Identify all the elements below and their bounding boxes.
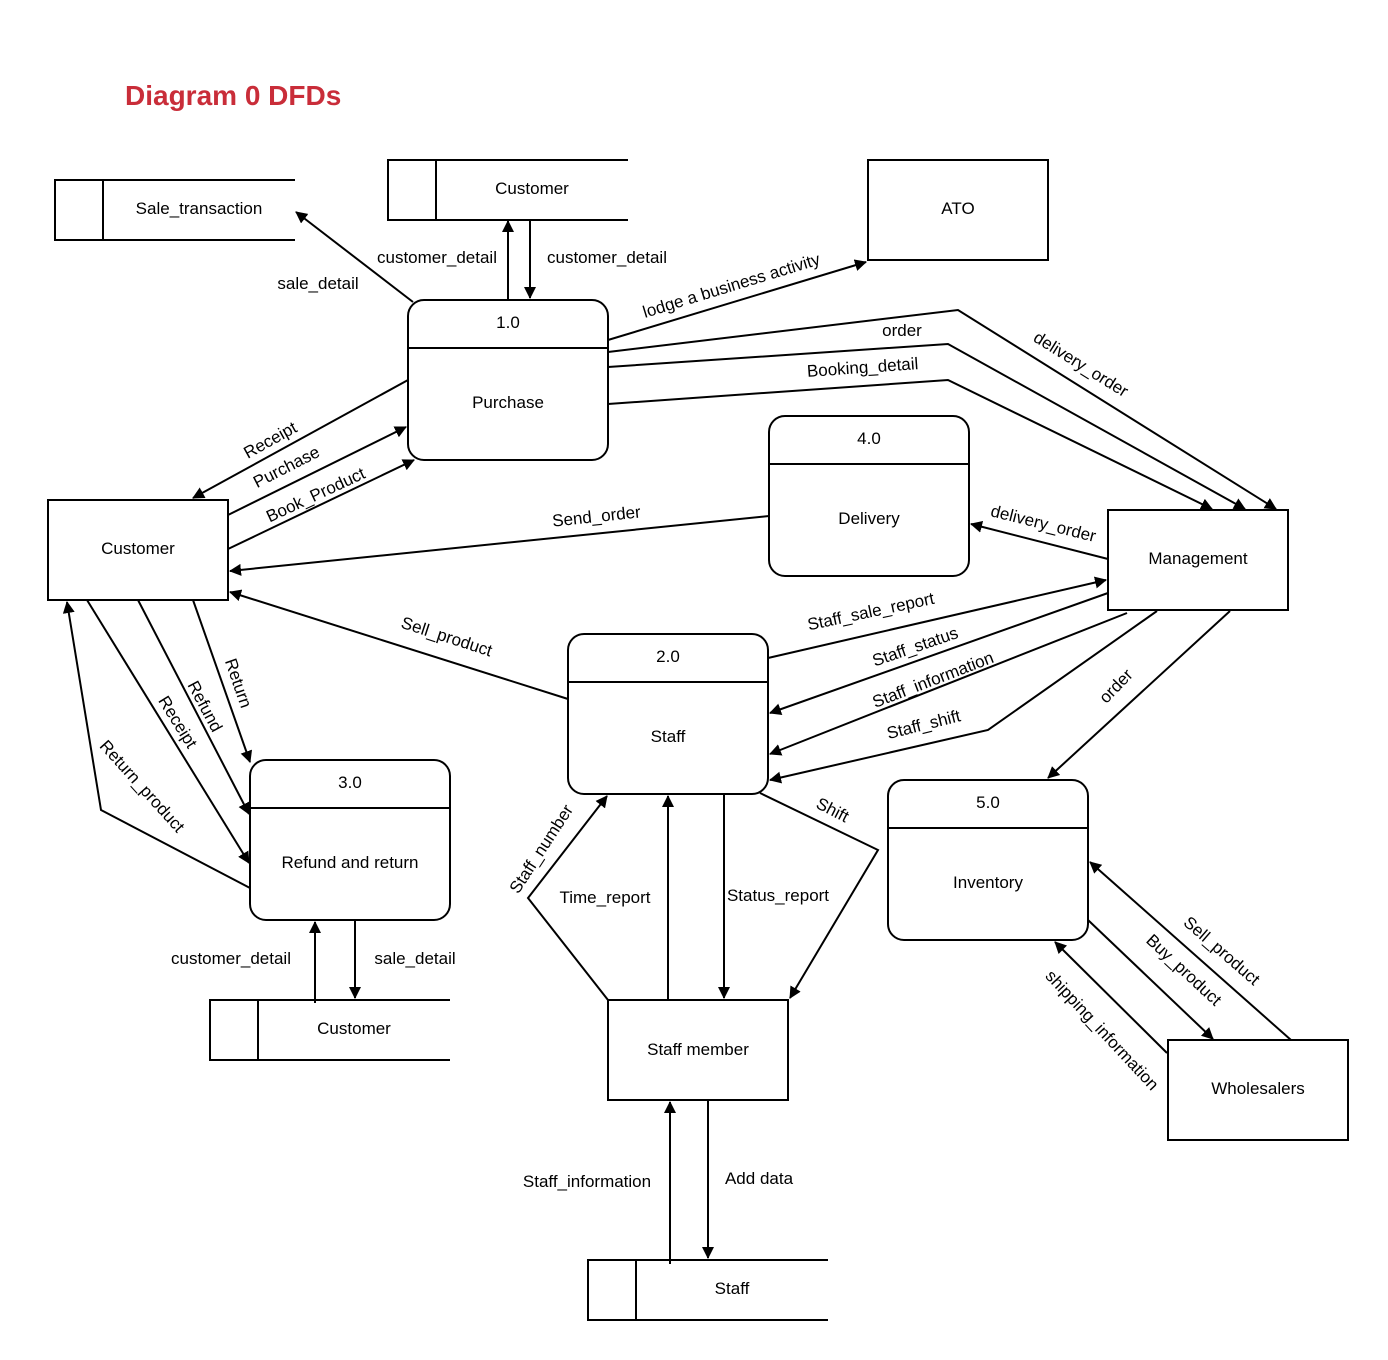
flow-label-add-data: Add data <box>725 1169 794 1188</box>
flow-line-staff-shift <box>769 610 1158 784</box>
flow-label-return: Return <box>221 656 256 710</box>
flow-line-shift <box>759 792 880 999</box>
diagram-title: Diagram 0 DFDs <box>125 80 341 111</box>
flow-label-customer-detail-up: customer_detail <box>377 248 497 267</box>
flow-line-shipping-information <box>1054 941 1168 1054</box>
entity-label: Staff member <box>647 1040 749 1059</box>
entity-staff-member[interactable]: Staff member <box>607 999 789 1101</box>
process-staff[interactable]: 2.0 Staff <box>567 633 769 795</box>
process-name: Refund and return <box>281 853 418 872</box>
process-number: 4.0 <box>857 429 881 448</box>
flow-line-receipt-refund <box>86 599 250 864</box>
flow-line-lodge <box>607 259 867 341</box>
flow-line-book-product <box>227 459 415 550</box>
flow-line-staff-information <box>769 612 1128 756</box>
flow-line-sell-product-customer <box>229 589 569 700</box>
flow-label-sell-product-customer: Sell_product <box>399 613 495 660</box>
process-number: 2.0 <box>656 647 680 666</box>
entity-label: Customer <box>101 539 175 558</box>
flow-label-send-order: Send_order <box>551 502 642 530</box>
datastore-staff[interactable]: Staff <box>587 1259 828 1321</box>
flow-label-sale-detail: sale_detail <box>277 274 358 293</box>
flow-label-time-report: Time_report <box>559 888 650 907</box>
flow-label-sale-detail-refund: sale_detail <box>374 949 455 968</box>
flow-line-staff-status <box>769 592 1109 715</box>
datastore-label: Customer <box>495 179 569 198</box>
process-inventory[interactable]: 5.0 Inventory <box>887 779 1089 941</box>
flow-label-status-report: Status_report <box>727 886 829 905</box>
datastore-label: Sale_transaction <box>136 199 263 218</box>
flow-line-booking-detail <box>607 378 1213 510</box>
flow-line-send-order <box>229 515 770 576</box>
process-number: 5.0 <box>976 793 1000 812</box>
process-number: 1.0 <box>496 313 520 332</box>
entity-label: ATO <box>941 199 974 218</box>
datastore-sale-transaction[interactable]: Sale_transaction <box>54 179 295 241</box>
flow-line-order-inventory <box>1047 610 1231 779</box>
datastore-customer-bottom[interactable]: Customer <box>209 999 450 1061</box>
process-name: Delivery <box>838 509 900 528</box>
flow-line-buy-product <box>1087 919 1214 1040</box>
process-name: Purchase <box>472 393 544 412</box>
entity-ato[interactable]: ATO <box>867 159 1049 261</box>
flow-label-customer-detail-refund: customer_detail <box>171 949 291 968</box>
flow-label-staff-information-store: Staff_information <box>523 1172 651 1191</box>
flow-line-staff-number <box>526 795 609 1001</box>
entity-label: Wholesalers <box>1211 1079 1305 1098</box>
flow-line-refund <box>137 599 250 815</box>
flow-label-staff-sale-report: Staff_sale_report <box>806 589 937 634</box>
flow-label-customer-detail-down: customer_detail <box>547 248 667 267</box>
flow-line-staff-sale-report <box>767 576 1107 659</box>
flow-line-delivery-order <box>970 520 1109 560</box>
flow-line-return-product <box>62 601 251 889</box>
flow-line-sell-product-inventory <box>1089 861 1292 1041</box>
flow-label-return-product: Return_product <box>96 736 189 836</box>
flow-label-order-inventory: order <box>1095 665 1136 707</box>
flow-label-booking-detail: Booking_detail <box>806 354 919 381</box>
flow-line-delivery-order-mgmt <box>607 308 1277 510</box>
flow-label-order-mgmt: order <box>882 321 922 340</box>
flow-line-receipt-customer <box>192 379 409 499</box>
process-name: Inventory <box>953 873 1023 892</box>
flow-line-order-mgmt <box>607 342 1246 510</box>
process-number: 3.0 <box>338 773 362 792</box>
flow-line-return <box>192 599 253 763</box>
process-refund-and-return[interactable]: 3.0 Refund and return <box>249 759 451 921</box>
flow-line-purchase <box>227 426 407 516</box>
datastore-customer-top[interactable]: Customer <box>387 159 628 221</box>
flow-line-sale-detail <box>295 211 414 303</box>
entity-wholesalers[interactable]: Wholesalers <box>1167 1039 1349 1141</box>
entity-customer[interactable]: Customer <box>47 499 229 601</box>
entity-label: Management <box>1148 549 1248 568</box>
process-purchase[interactable]: 1.0 Purchase <box>407 299 609 461</box>
datastore-label: Customer <box>317 1019 391 1038</box>
process-delivery[interactable]: 4.0 Delivery <box>768 415 970 577</box>
datastore-label: Staff <box>715 1279 750 1298</box>
flow-label-delivery-order: delivery_order <box>989 501 1098 546</box>
flow-label-lodge: lodge a business activity <box>640 250 822 322</box>
entity-management[interactable]: Management <box>1107 509 1289 611</box>
process-name: Staff <box>651 727 686 746</box>
